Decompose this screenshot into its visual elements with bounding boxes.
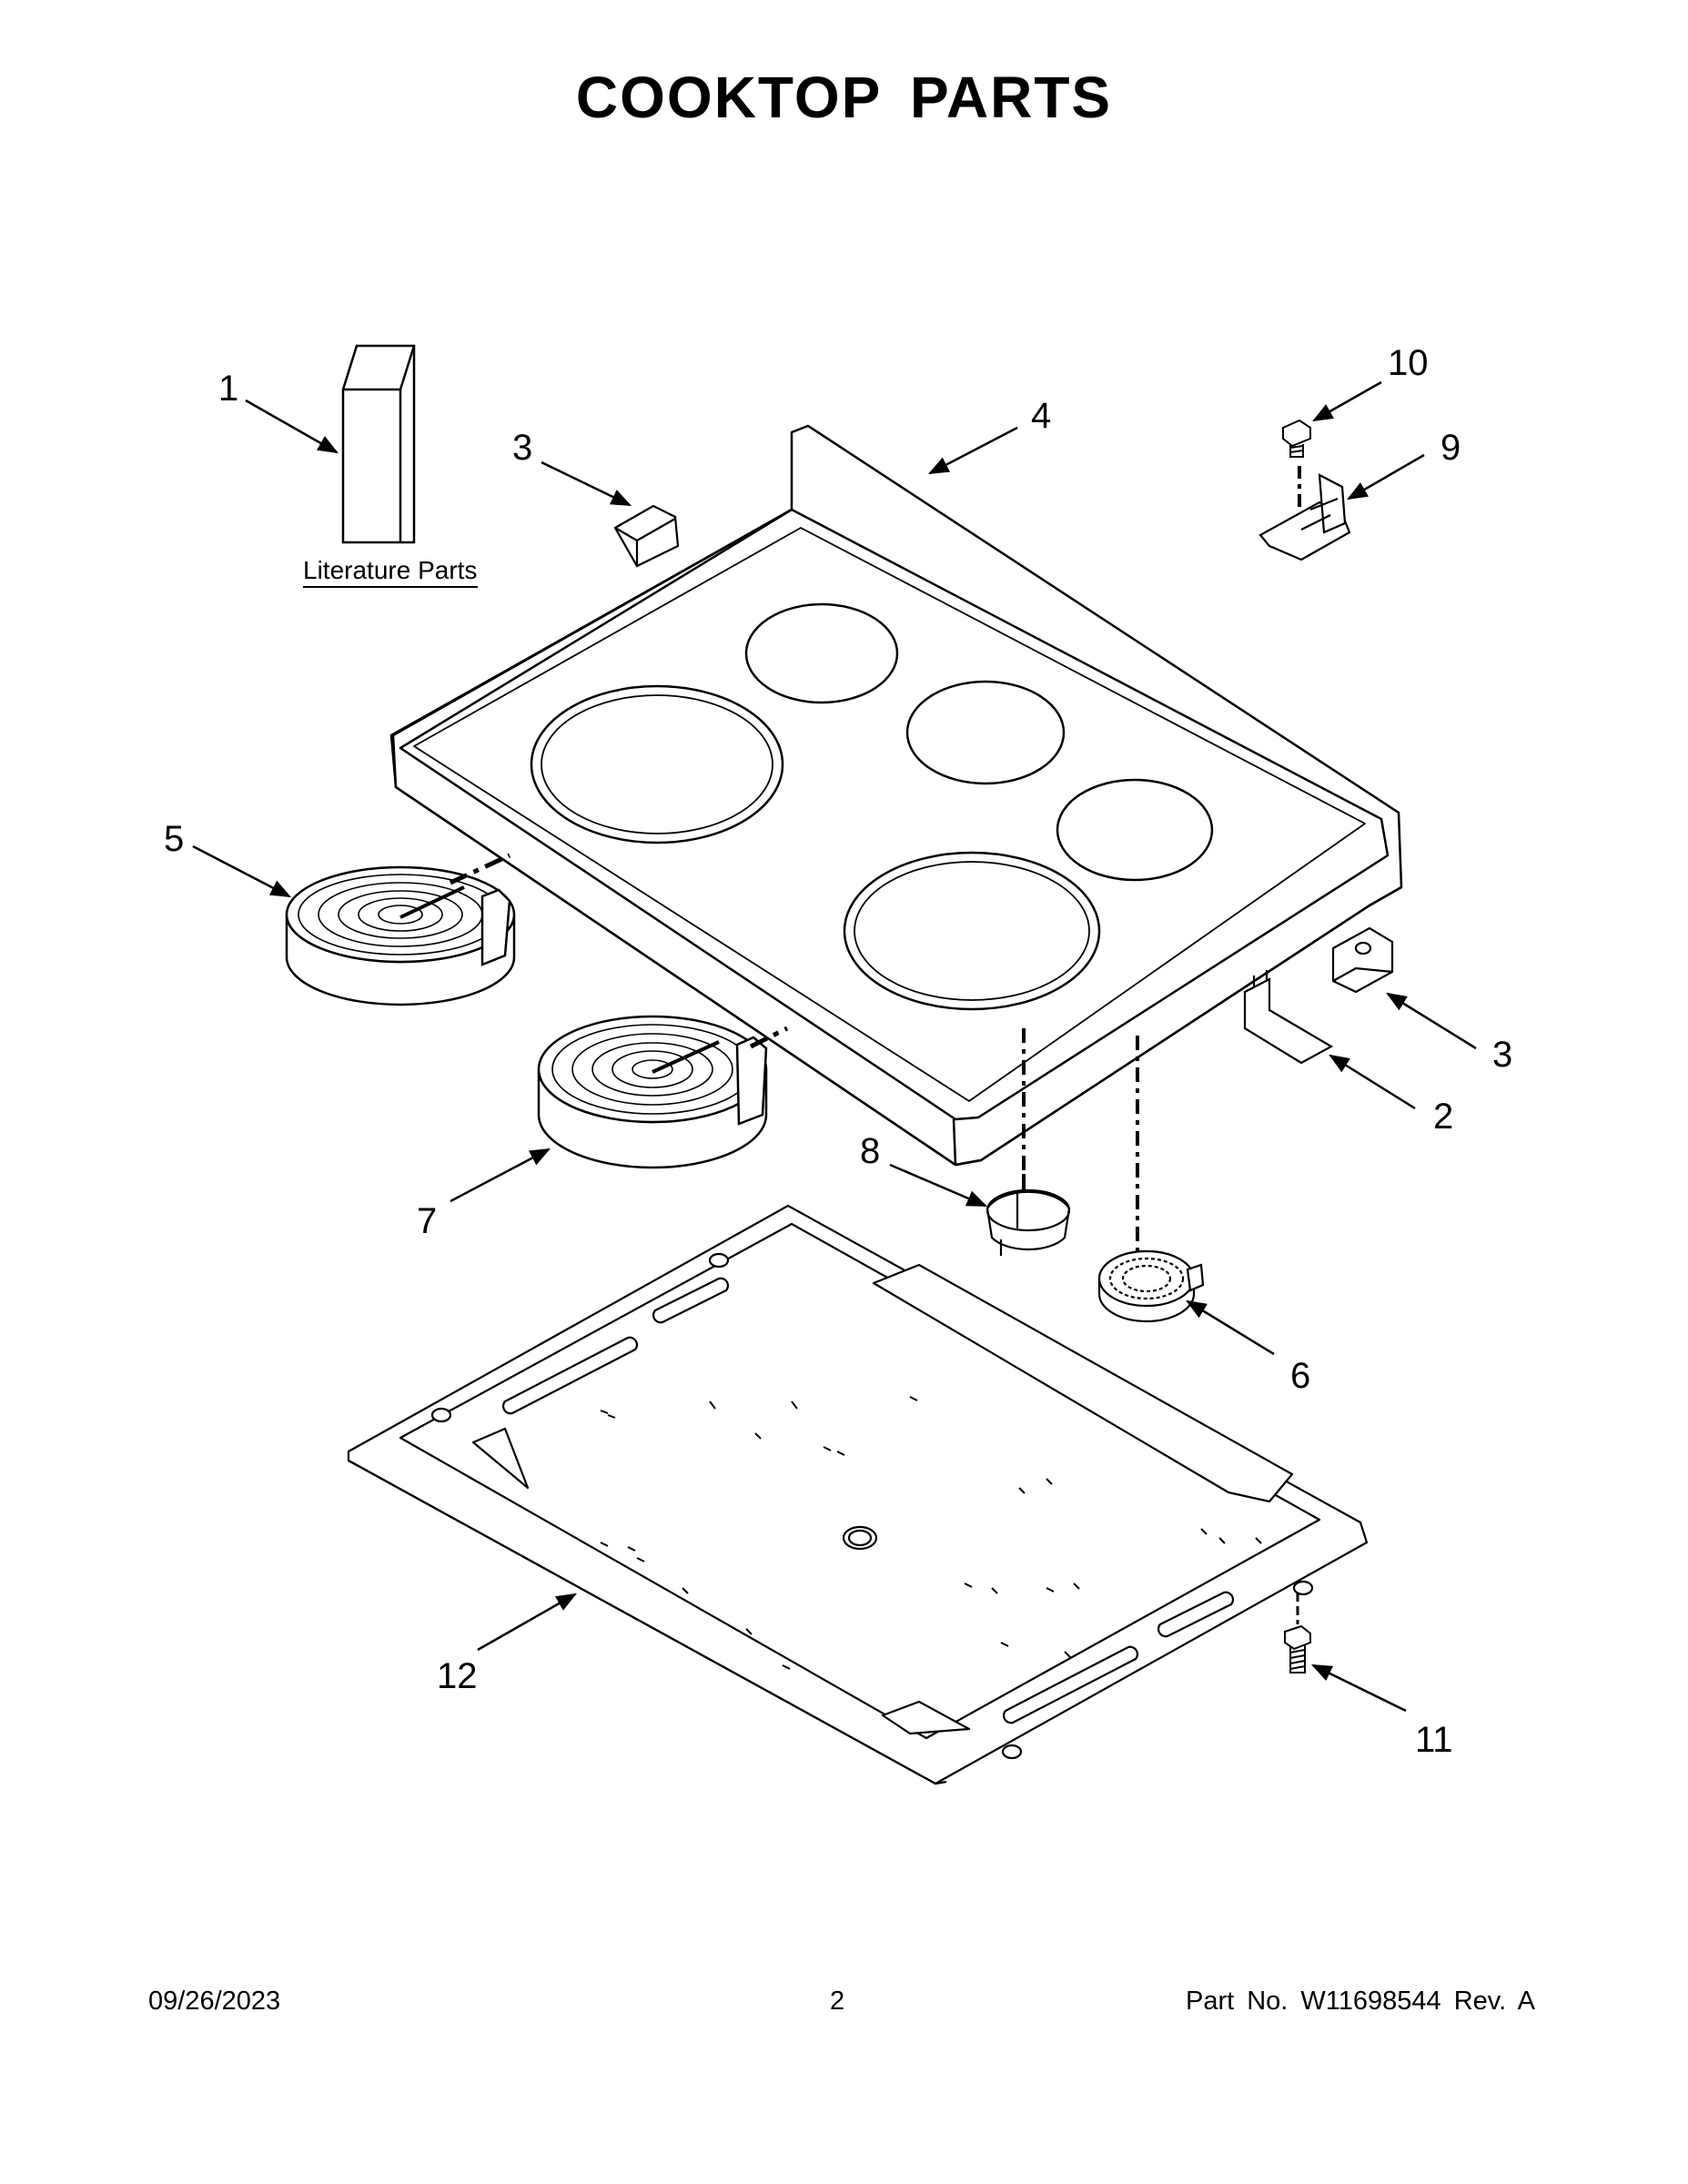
callout-4: 4 (1031, 396, 1051, 436)
cooktop-glass[interactable] (389, 424, 1403, 1167)
callout-7: 7 (417, 1201, 437, 1241)
leader-7 (450, 1148, 551, 1203)
callout-5: 5 (164, 819, 184, 859)
leader-1 (245, 399, 339, 454)
leader-3b (1386, 992, 1477, 1050)
surface-element-left-rear[interactable] (285, 865, 516, 1006)
leader-2 (1329, 1054, 1416, 1110)
page-title: COOKTOP PARTS (575, 65, 1113, 130)
burner-box-embossing (600, 1396, 1262, 1670)
callout-9: 9 (1440, 428, 1461, 468)
cooktop-clip[interactable] (1243, 970, 1334, 1065)
callout-6: 6 (1290, 1356, 1310, 1396)
literature-parts-booklet[interactable] (341, 344, 416, 544)
footer-date: 09/26/2023 (148, 1987, 281, 2016)
burner-box[interactable] (347, 1204, 1369, 1785)
callout-1: 1 (218, 369, 238, 409)
cooktop-bracket-left[interactable] (613, 504, 680, 568)
callout-11: 11 (1415, 1720, 1453, 1760)
leader-11 (1310, 1663, 1407, 1713)
leader-9 (1347, 453, 1425, 500)
leader-10 (1312, 380, 1382, 422)
literature-parts-label[interactable]: Literature Parts (303, 556, 477, 584)
callout-3a: 3 (512, 428, 532, 468)
mounting-screw[interactable] (1282, 419, 1311, 458)
leader-5 (192, 844, 291, 898)
cooktop-bracket-right[interactable] (1331, 926, 1394, 994)
leader-3a (541, 460, 632, 507)
callout-2: 2 (1433, 1097, 1453, 1137)
callout-12: 12 (437, 1656, 478, 1696)
burner-box-screw[interactable] (1284, 1624, 1311, 1673)
footer-page-number: 2 (830, 1987, 845, 2016)
limiter-cap[interactable] (986, 1188, 1071, 1256)
callout-10: 10 (1388, 343, 1429, 383)
element-5-alignment (449, 853, 511, 885)
callout-8: 8 (860, 1131, 880, 1171)
footer-part-number: Part No. W11698544 Rev. A (1185, 1987, 1535, 2016)
leader-8 (889, 1163, 988, 1208)
leader-6 (1186, 1299, 1275, 1356)
mounting-bracket[interactable] (1258, 473, 1351, 561)
radiant-element-small[interactable] (1097, 1249, 1205, 1323)
element-7-alignment (749, 1026, 789, 1049)
leader-12 (477, 1592, 577, 1652)
callout-3b: 3 (1492, 1035, 1512, 1075)
leader-4 (928, 426, 1018, 475)
surface-element-left-front[interactable] (537, 1015, 768, 1169)
